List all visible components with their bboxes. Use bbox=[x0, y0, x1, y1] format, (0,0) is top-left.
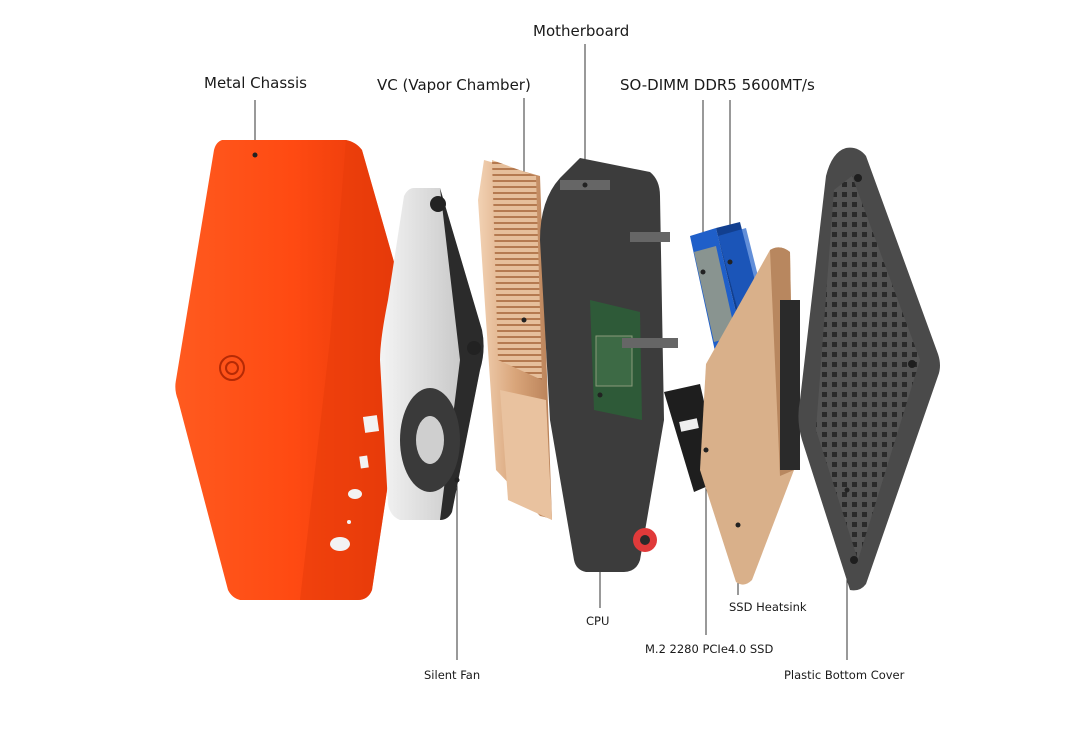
leader-dots bbox=[252, 152, 850, 528]
sodimm-label: SO-DIMM DDR5 5600MT/s bbox=[620, 76, 815, 94]
ssd-label: M.2 2280 PCIe4.0 SSD bbox=[645, 642, 774, 656]
ssd-heatsink-illustration bbox=[700, 247, 800, 585]
vapor-chamber-label: VC (Vapor Chamber) bbox=[377, 76, 531, 94]
silent-fan-illustration bbox=[380, 188, 484, 520]
ssd-heatsink-label: SSD Heatsink bbox=[729, 600, 807, 614]
motherboard-illustration bbox=[540, 158, 678, 572]
motherboard-label: Motherboard bbox=[533, 22, 630, 40]
metal-chassis-label: Metal Chassis bbox=[204, 74, 307, 92]
metal-chassis-illustration bbox=[175, 140, 411, 600]
vapor-chamber-illustration bbox=[478, 160, 552, 520]
bottom-cover-illustration bbox=[798, 147, 940, 591]
silent-fan-label: Silent Fan bbox=[424, 668, 481, 682]
bottom-cover-label: Plastic Bottom Cover bbox=[784, 668, 905, 682]
cpu-label: CPU bbox=[586, 614, 610, 628]
